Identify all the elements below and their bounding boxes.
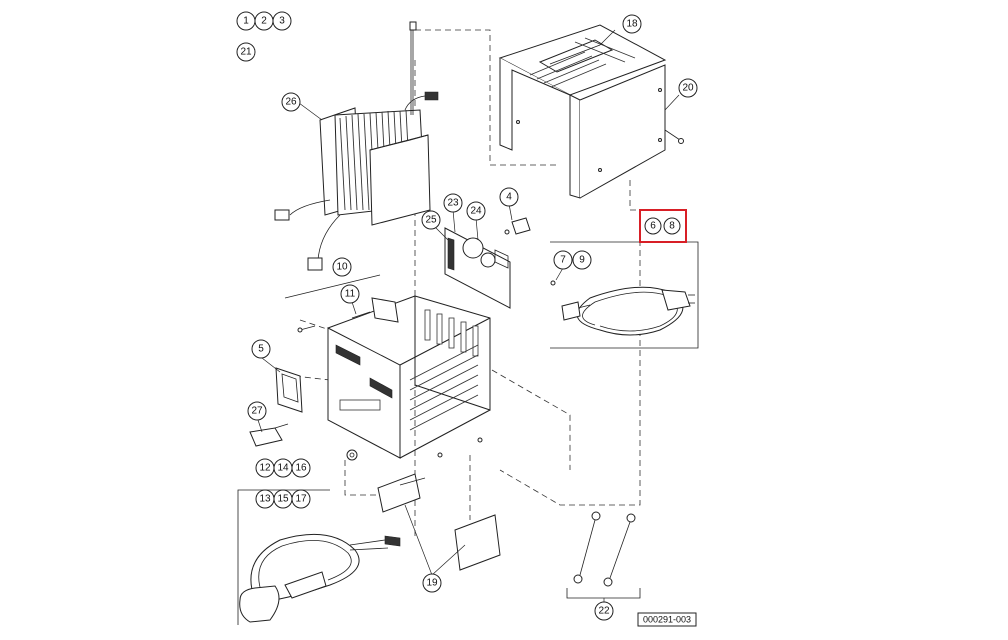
svg-text:3: 3	[279, 16, 285, 27]
svg-text:1: 1	[243, 16, 249, 27]
callout-26: 26	[281, 92, 301, 112]
svg-text:26: 26	[285, 97, 297, 108]
svg-text:9: 9	[579, 255, 585, 266]
highlight-box	[639, 209, 687, 243]
svg-text:12: 12	[259, 463, 271, 474]
svg-text:21: 21	[240, 47, 252, 58]
strain-relief-grommet	[346, 449, 358, 461]
svg-text:4: 4	[506, 192, 512, 203]
svg-text:19: 19	[426, 578, 438, 589]
callout-21: 21	[236, 42, 256, 62]
svg-text:17: 17	[295, 494, 307, 505]
callout-2: 2	[254, 11, 274, 31]
callout-14: 14	[273, 458, 293, 478]
cover-screw	[664, 129, 684, 144]
callout-12: 12	[255, 458, 275, 478]
callout-15: 15	[273, 489, 293, 509]
cover-vents	[529, 37, 636, 88]
callout-6: 6	[644, 217, 662, 235]
callout-5: 5	[251, 339, 271, 359]
svg-text:11: 11	[345, 289, 356, 300]
svg-text:10: 10	[336, 262, 348, 273]
faceplate	[275, 367, 303, 413]
chassis-slots	[409, 309, 479, 431]
chassis-frame	[327, 295, 491, 459]
callout-10: 10	[332, 257, 352, 277]
callout-23: 23	[443, 193, 463, 213]
ring-terminal-leads	[566, 511, 641, 599]
svg-text:27: 27	[251, 406, 263, 417]
svg-text:23: 23	[447, 198, 459, 209]
callout-8: 8	[663, 217, 681, 235]
callout-leaders	[257, 29, 680, 602]
callout-7: 7	[553, 250, 573, 270]
svg-text:20: 20	[682, 83, 694, 94]
callout-3: 3	[272, 11, 292, 31]
callout-16: 16	[291, 458, 311, 478]
svg-text:000291-003: 000291-003	[643, 615, 691, 625]
drawing-number-label: 000291-003	[637, 612, 697, 627]
callout-24: 24	[466, 201, 486, 221]
svg-text:7: 7	[560, 255, 566, 266]
svg-text:25: 25	[425, 215, 437, 226]
svg-text:18: 18	[626, 19, 638, 30]
callout-22: 22	[594, 601, 614, 621]
svg-text:14: 14	[277, 463, 289, 474]
svg-text:13: 13	[259, 494, 271, 505]
svg-text:6: 6	[650, 221, 656, 232]
circuit-board	[444, 227, 511, 309]
callout-11: 11	[340, 284, 360, 304]
circuit-breaker	[249, 423, 289, 447]
dc-cord-assembly	[237, 489, 401, 625]
callout-20: 20	[678, 78, 698, 98]
svg-text:2: 2	[261, 16, 267, 27]
callout-19: 19	[422, 573, 442, 593]
top-cover	[498, 24, 667, 199]
svg-text:24: 24	[470, 206, 482, 217]
callout-9: 9	[572, 250, 592, 270]
ammeter-bracket	[284, 274, 399, 333]
mounting-brackets	[377, 437, 501, 571]
callout-13: 13	[255, 489, 275, 509]
fuse-holder	[504, 217, 531, 235]
long-bolt	[409, 21, 417, 115]
svg-text:22: 22	[598, 606, 610, 617]
ac-cord-assembly	[550, 241, 699, 349]
callout-1: 1	[236, 11, 256, 31]
callout-25: 25	[421, 210, 441, 230]
callout-27: 27	[247, 401, 267, 421]
callout-18: 18	[622, 14, 642, 34]
callout-17: 17	[291, 489, 311, 509]
transformer	[274, 91, 439, 271]
svg-text:8: 8	[669, 221, 675, 232]
svg-text:16: 16	[295, 463, 307, 474]
svg-text:15: 15	[277, 494, 289, 505]
callout-4: 4	[499, 187, 519, 207]
svg-text:5: 5	[258, 344, 264, 355]
